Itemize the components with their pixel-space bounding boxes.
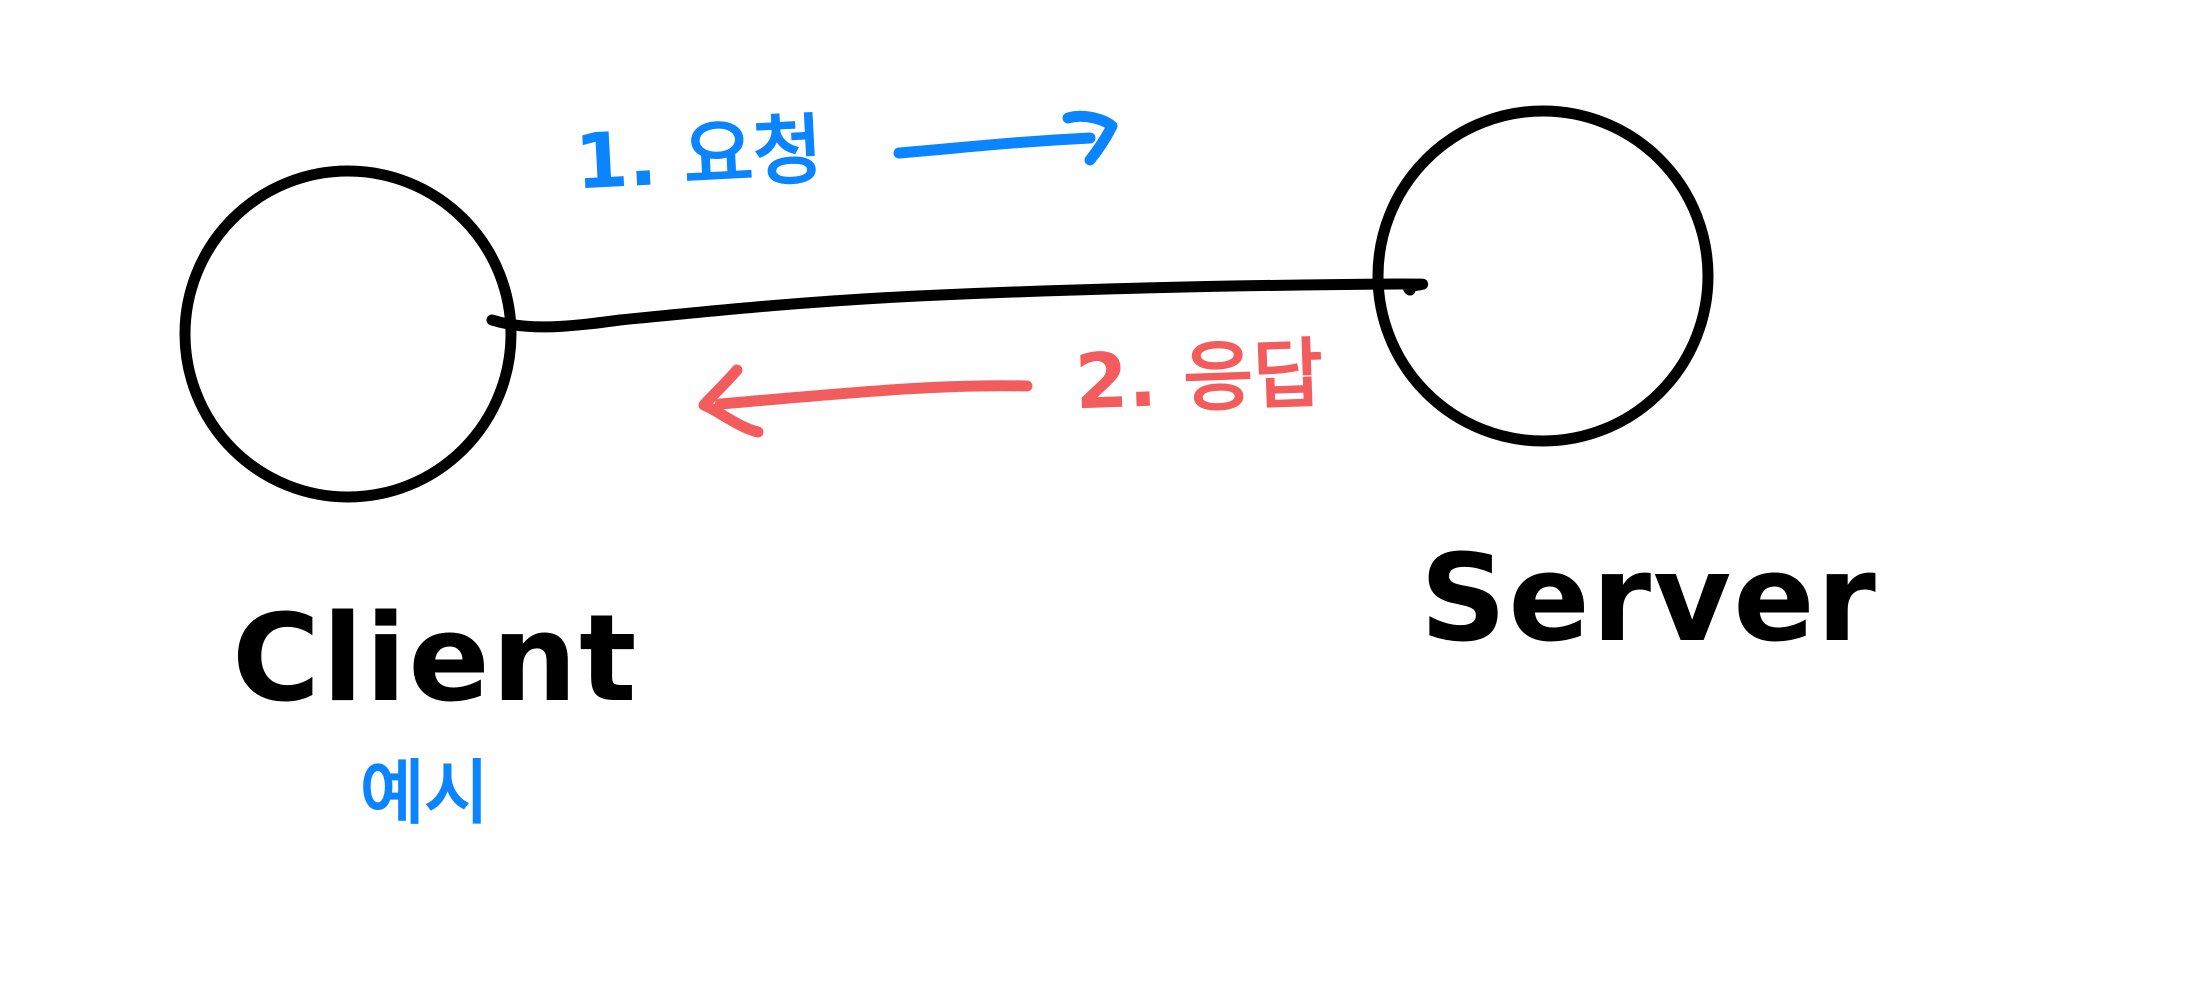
response-arrow-shaft xyxy=(714,380,1033,410)
connection-line xyxy=(486,278,1429,333)
response-arrowhead xyxy=(698,364,764,438)
client-node-sublabel: 예시 xyxy=(360,752,489,834)
request-arrowhead xyxy=(1062,110,1118,166)
client-node xyxy=(179,165,517,503)
server-node xyxy=(1372,105,1714,447)
client-node-label: Client xyxy=(232,590,639,729)
response-edge-label: 2. 응답 xyxy=(1073,328,1325,427)
server-node-label: Server xyxy=(1420,530,1878,669)
request-arrow-shaft xyxy=(893,132,1096,159)
request-edge-label: 1. 요청 xyxy=(572,104,826,207)
